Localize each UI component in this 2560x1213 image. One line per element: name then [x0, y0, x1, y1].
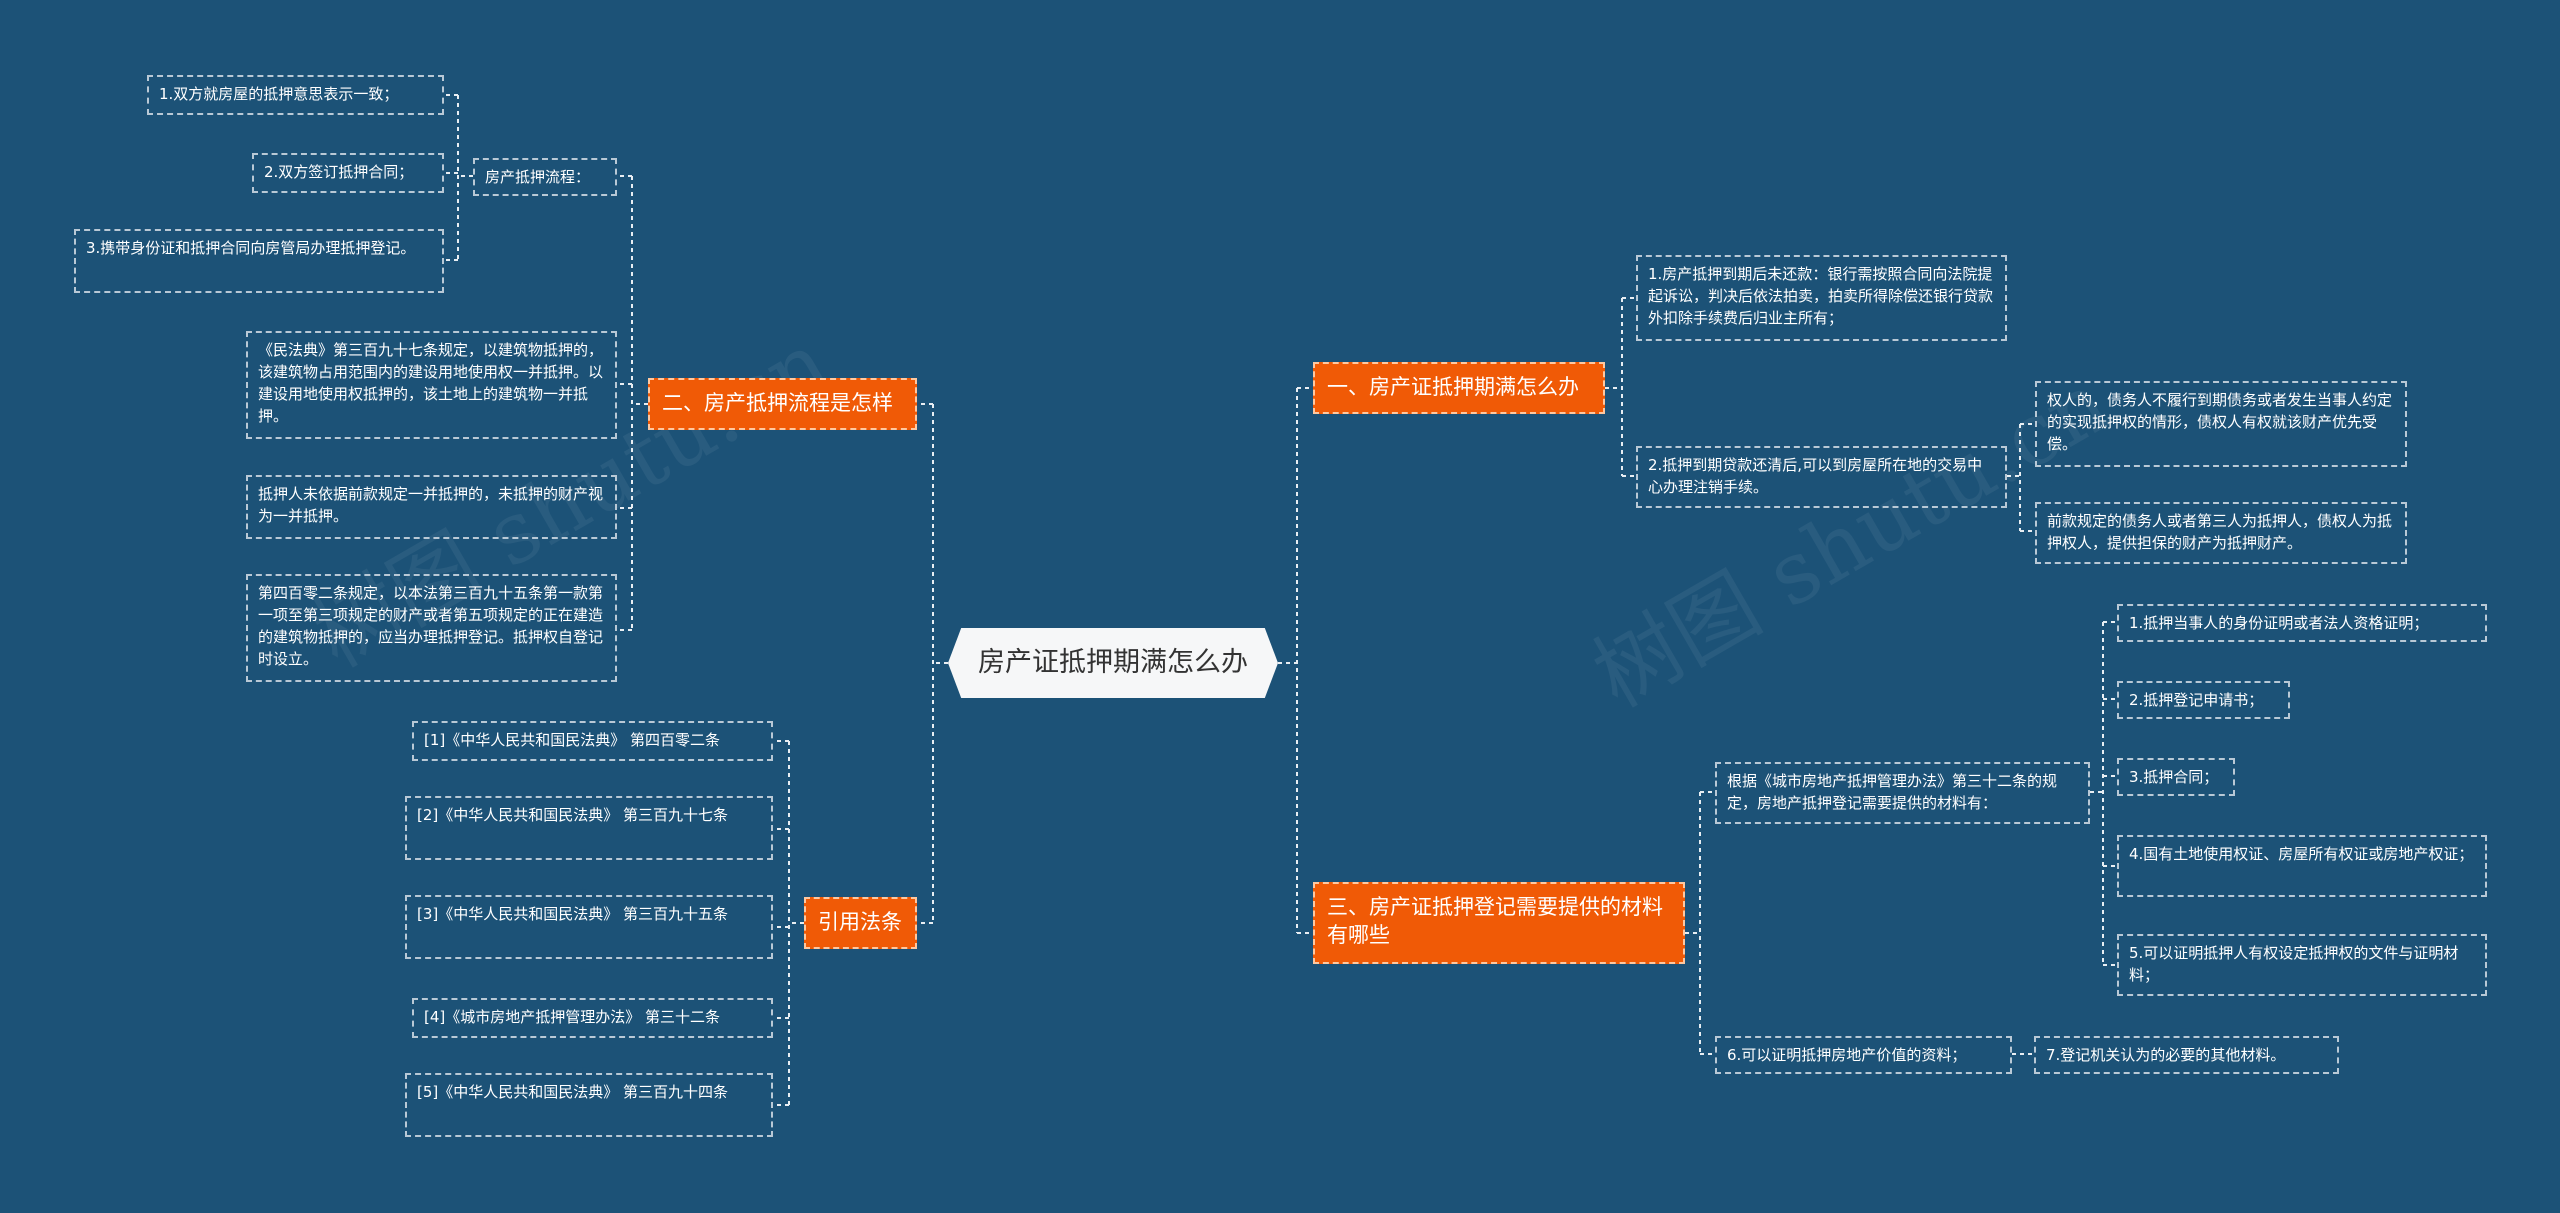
b2-flow-3[interactable]: 3.携带身份证和抵押合同向房管局办理抵押登记。 [74, 229, 444, 293]
branch-topic-2[interactable]: 二、房产抵押流程是怎样 [648, 378, 917, 430]
b2-flow-1[interactable]: 1.双方就房屋的抵押意思表示一致； [147, 75, 444, 115]
b2-law-2[interactable]: 抵押人未依据前款规定一并抵押的，未抵押的财产视为一并抵押。 [246, 475, 617, 539]
b4-ref-4[interactable]: [4]《城市房地产抵押管理办法》 第三十二条 [412, 998, 773, 1038]
b3-material-2[interactable]: 2.抵押登记申请书； [2117, 681, 2290, 719]
b3-material-4[interactable]: 4.国有土地使用权证、房屋所有权证或房地产权证； [2117, 835, 2487, 897]
b1-item-2-b[interactable]: 前款规定的债务人或者第三人为抵押人，债权人为抵押权人，提供担保的财产为抵押财产。 [2035, 502, 2407, 564]
b3-material-1[interactable]: 1.抵押当事人的身份证明或者法人资格证明； [2117, 604, 2487, 642]
b1-item-2[interactable]: 2.抵押到期贷款还清后,可以到房屋所在地的交易中心办理注销手续。 [1636, 446, 2007, 508]
b2-law-3[interactable]: 第四百零二条规定，以本法第三百九十五条第一款第一项至第三项规定的财产或者第五项规… [246, 574, 617, 682]
branch-topic-3[interactable]: 三、房产证抵押登记需要提供的材料有哪些 [1313, 882, 1685, 964]
branch-topic-4[interactable]: 引用法条 [804, 897, 917, 949]
b1-item-2-a[interactable]: 权人的，债务人不履行到期债务或者发生当事人约定的实现抵押权的情形，债权人有权就该… [2035, 381, 2407, 467]
b4-ref-5[interactable]: [5]《中华人民共和国民法典》 第三百九十四条 [405, 1073, 773, 1137]
b3-material-3[interactable]: 3.抵押合同； [2117, 758, 2235, 796]
b2-flow-label[interactable]: 房产抵押流程： [473, 158, 617, 196]
root-topic[interactable]: 房产证抵押期满怎么办 [948, 628, 1278, 698]
b2-flow-2[interactable]: 2.双方签订抵押合同； [252, 153, 444, 193]
b4-ref-1[interactable]: [1]《中华人民共和国民法典》 第四百零二条 [412, 721, 773, 761]
b4-ref-3[interactable]: [3]《中华人民共和国民法典》 第三百九十五条 [405, 895, 773, 959]
b3-material-6[interactable]: 6.可以证明抵押房地产价值的资料； [1715, 1036, 2012, 1074]
b4-ref-2[interactable]: [2]《中华人民共和国民法典》 第三百九十七条 [405, 796, 773, 860]
branch-topic-1[interactable]: 一、房产证抵押期满怎么办 [1313, 362, 1605, 414]
b1-item-1[interactable]: 1.房产抵押到期后未还款：银行需按照合同向法院提起诉讼，判决后依法拍卖，拍卖所得… [1636, 255, 2007, 341]
b2-law-1[interactable]: 《民法典》第三百九十七条规定，以建筑物抵押的，该建筑物占用范围内的建设用地使用权… [246, 331, 617, 439]
b3-material-5[interactable]: 5.可以证明抵押人有权设定抵押权的文件与证明材料； [2117, 934, 2487, 996]
b3-material-7[interactable]: 7.登记机关认为的必要的其他材料。 [2034, 1036, 2339, 1074]
b3-intro[interactable]: 根据《城市房地产抵押管理办法》第三十二条的规定，房地产抵押登记需要提供的材料有： [1715, 762, 2090, 824]
